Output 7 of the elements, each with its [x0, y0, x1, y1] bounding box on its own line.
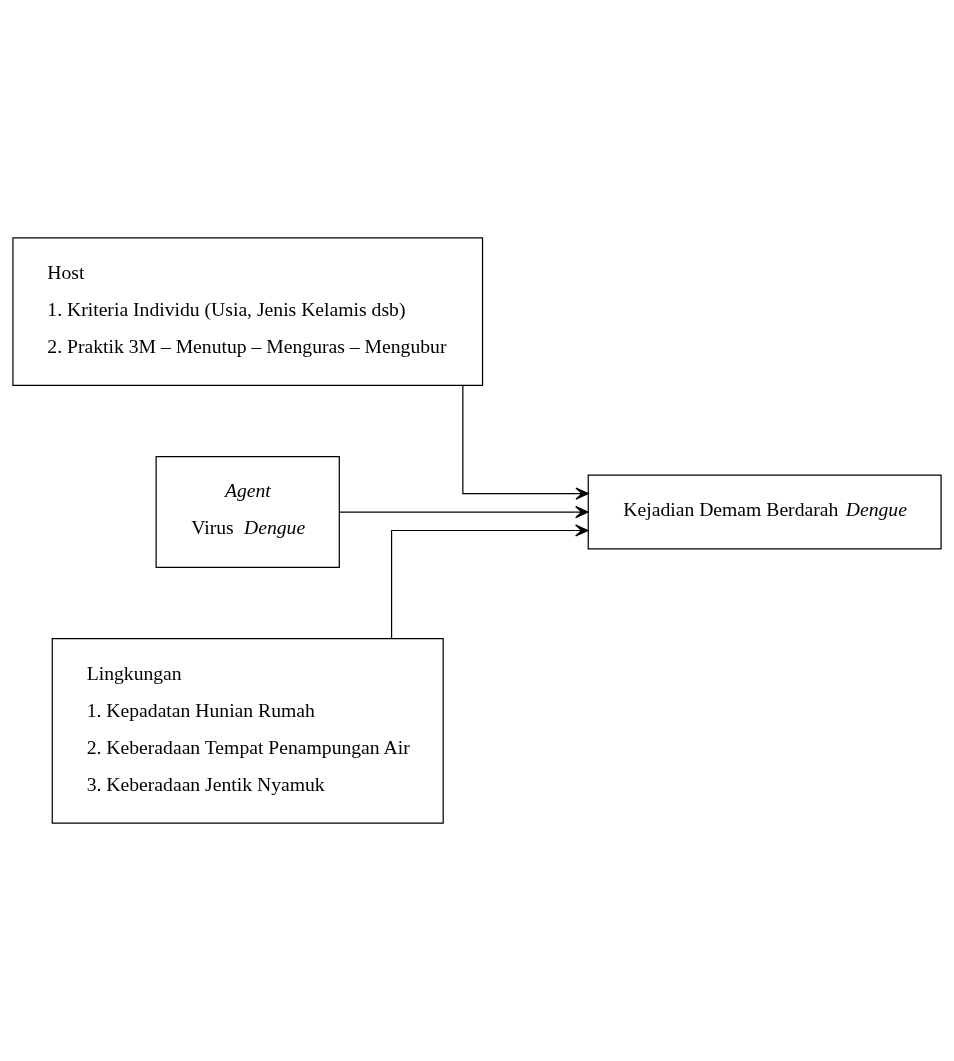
arrow	[338, 505, 589, 519]
node-box: Host 1. Kriteria Individu (Usia, Jenis Kelamis dsb) 2. Praktik 3M – Menutup – Menguras – Mengubur	[12, 237, 484, 387]
arrow	[390, 524, 589, 639]
node-box: Lingkungan 1. Kepadatan Hunian Rumah 2. Keberadaan Tempat Penampungan Air 3. Keberadaan Jentik Nyamuk	[51, 638, 444, 824]
node-box: Kejadian Demam Berdarah Dengue	[587, 474, 942, 550]
arrow	[462, 385, 589, 500]
node-box: Agent Virus Dengue	[155, 456, 340, 568]
